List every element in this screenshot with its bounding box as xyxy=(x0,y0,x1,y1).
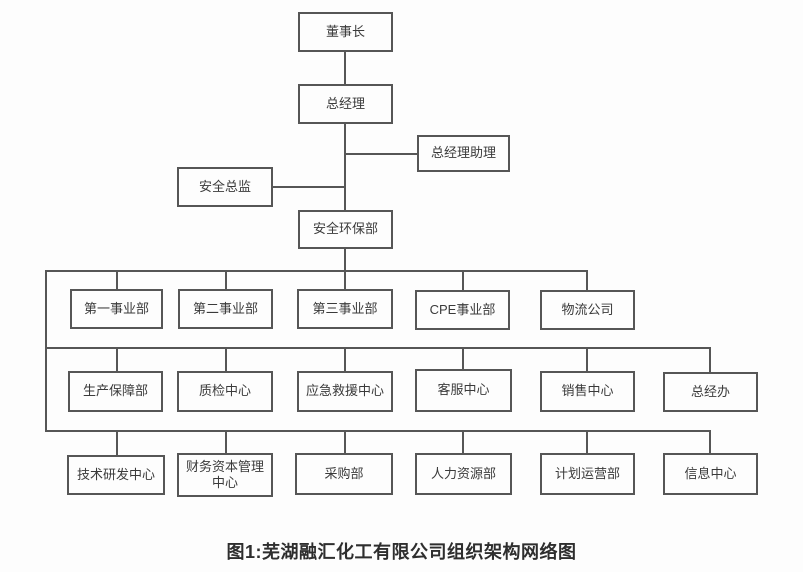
node-label: 安全总监 xyxy=(198,178,251,194)
connector-line xyxy=(344,52,346,84)
node-finance-capital-center: 财务资本管理中心 xyxy=(177,453,273,497)
node-division-1: 第一事业部 xyxy=(70,289,163,329)
node-label: 信息中心 xyxy=(684,465,737,481)
connector-line xyxy=(462,270,464,290)
connector-line xyxy=(45,347,711,349)
node-label: 计划运营部 xyxy=(554,465,620,481)
connector-line xyxy=(45,270,47,432)
node-label: 总经理 xyxy=(325,95,365,111)
connector-line xyxy=(462,347,464,369)
node-gm-office: 总经办 xyxy=(663,372,758,412)
figure-caption: 图1:芜湖融汇化工有限公司组织架构网络图 xyxy=(226,542,577,562)
node-label: 采购部 xyxy=(324,465,364,481)
node-safety-env-dept: 安全环保部 xyxy=(298,210,393,249)
node-label: 第一事业部 xyxy=(83,300,149,316)
node-label: 第二事业部 xyxy=(192,300,258,316)
node-label: 物流公司 xyxy=(561,301,614,317)
node-gm-assistant: 总经理助理 xyxy=(417,135,510,172)
connector-line xyxy=(273,186,346,188)
node-label: 技术研发中心 xyxy=(76,466,155,482)
node-label: 人力资源部 xyxy=(430,465,496,481)
node-quality-center: 质检中心 xyxy=(177,371,273,412)
connector-line xyxy=(709,430,711,453)
node-tech-rd-center: 技术研发中心 xyxy=(67,455,165,495)
node-label: 客服中心 xyxy=(437,382,490,398)
node-label: 总经理助理 xyxy=(430,145,496,161)
node-emergency-rescue-center: 应急救援中心 xyxy=(297,371,393,412)
connector-line xyxy=(116,430,118,455)
node-procurement-dept: 采购部 xyxy=(295,453,393,495)
connector-line xyxy=(344,124,346,210)
node-safety-director: 安全总监 xyxy=(177,167,273,207)
connector-line xyxy=(586,270,588,290)
connector-line xyxy=(116,347,118,371)
connector-line xyxy=(344,249,346,290)
node-cpe-division: CPE事业部 xyxy=(415,290,510,330)
node-division-2: 第二事业部 xyxy=(178,289,273,329)
connector-line xyxy=(344,430,346,453)
connector-line xyxy=(586,347,588,371)
node-info-center: 信息中心 xyxy=(663,453,758,495)
node-label: 质检中心 xyxy=(198,383,251,399)
connector-line xyxy=(586,430,588,453)
node-label: 董事长 xyxy=(325,23,365,39)
node-label: 安全环保部 xyxy=(312,221,378,237)
node-label: 总经办 xyxy=(690,383,730,399)
node-general-manager: 总经理 xyxy=(298,84,393,124)
node-label: 应急救援中心 xyxy=(305,383,384,399)
node-label: CPE事业部 xyxy=(429,301,496,317)
node-customer-service-center: 客服中心 xyxy=(415,369,512,412)
node-label: 销售中心 xyxy=(561,383,614,399)
node-planning-ops-dept: 计划运营部 xyxy=(540,453,635,495)
connector-line xyxy=(45,270,588,272)
node-label: 第三事业部 xyxy=(312,300,378,316)
node-label: 生产保障部 xyxy=(82,383,148,399)
node-logistics-company: 物流公司 xyxy=(540,290,635,330)
connector-line xyxy=(225,347,227,371)
connector-line xyxy=(225,430,227,453)
connector-line xyxy=(116,270,118,289)
node-hr-dept: 人力资源部 xyxy=(415,453,512,495)
connector-line xyxy=(45,430,711,432)
node-sales-center: 销售中心 xyxy=(540,371,635,412)
node-label: 财务资本管理中心 xyxy=(185,458,264,490)
connector-line xyxy=(344,347,346,371)
node-production-support: 生产保障部 xyxy=(68,371,163,412)
node-chairman: 董事长 xyxy=(298,12,393,52)
connector-line xyxy=(462,430,464,453)
node-division-3: 第三事业部 xyxy=(297,289,393,329)
connector-line xyxy=(709,347,711,372)
connector-line xyxy=(225,270,227,289)
connector-line xyxy=(344,153,417,155)
